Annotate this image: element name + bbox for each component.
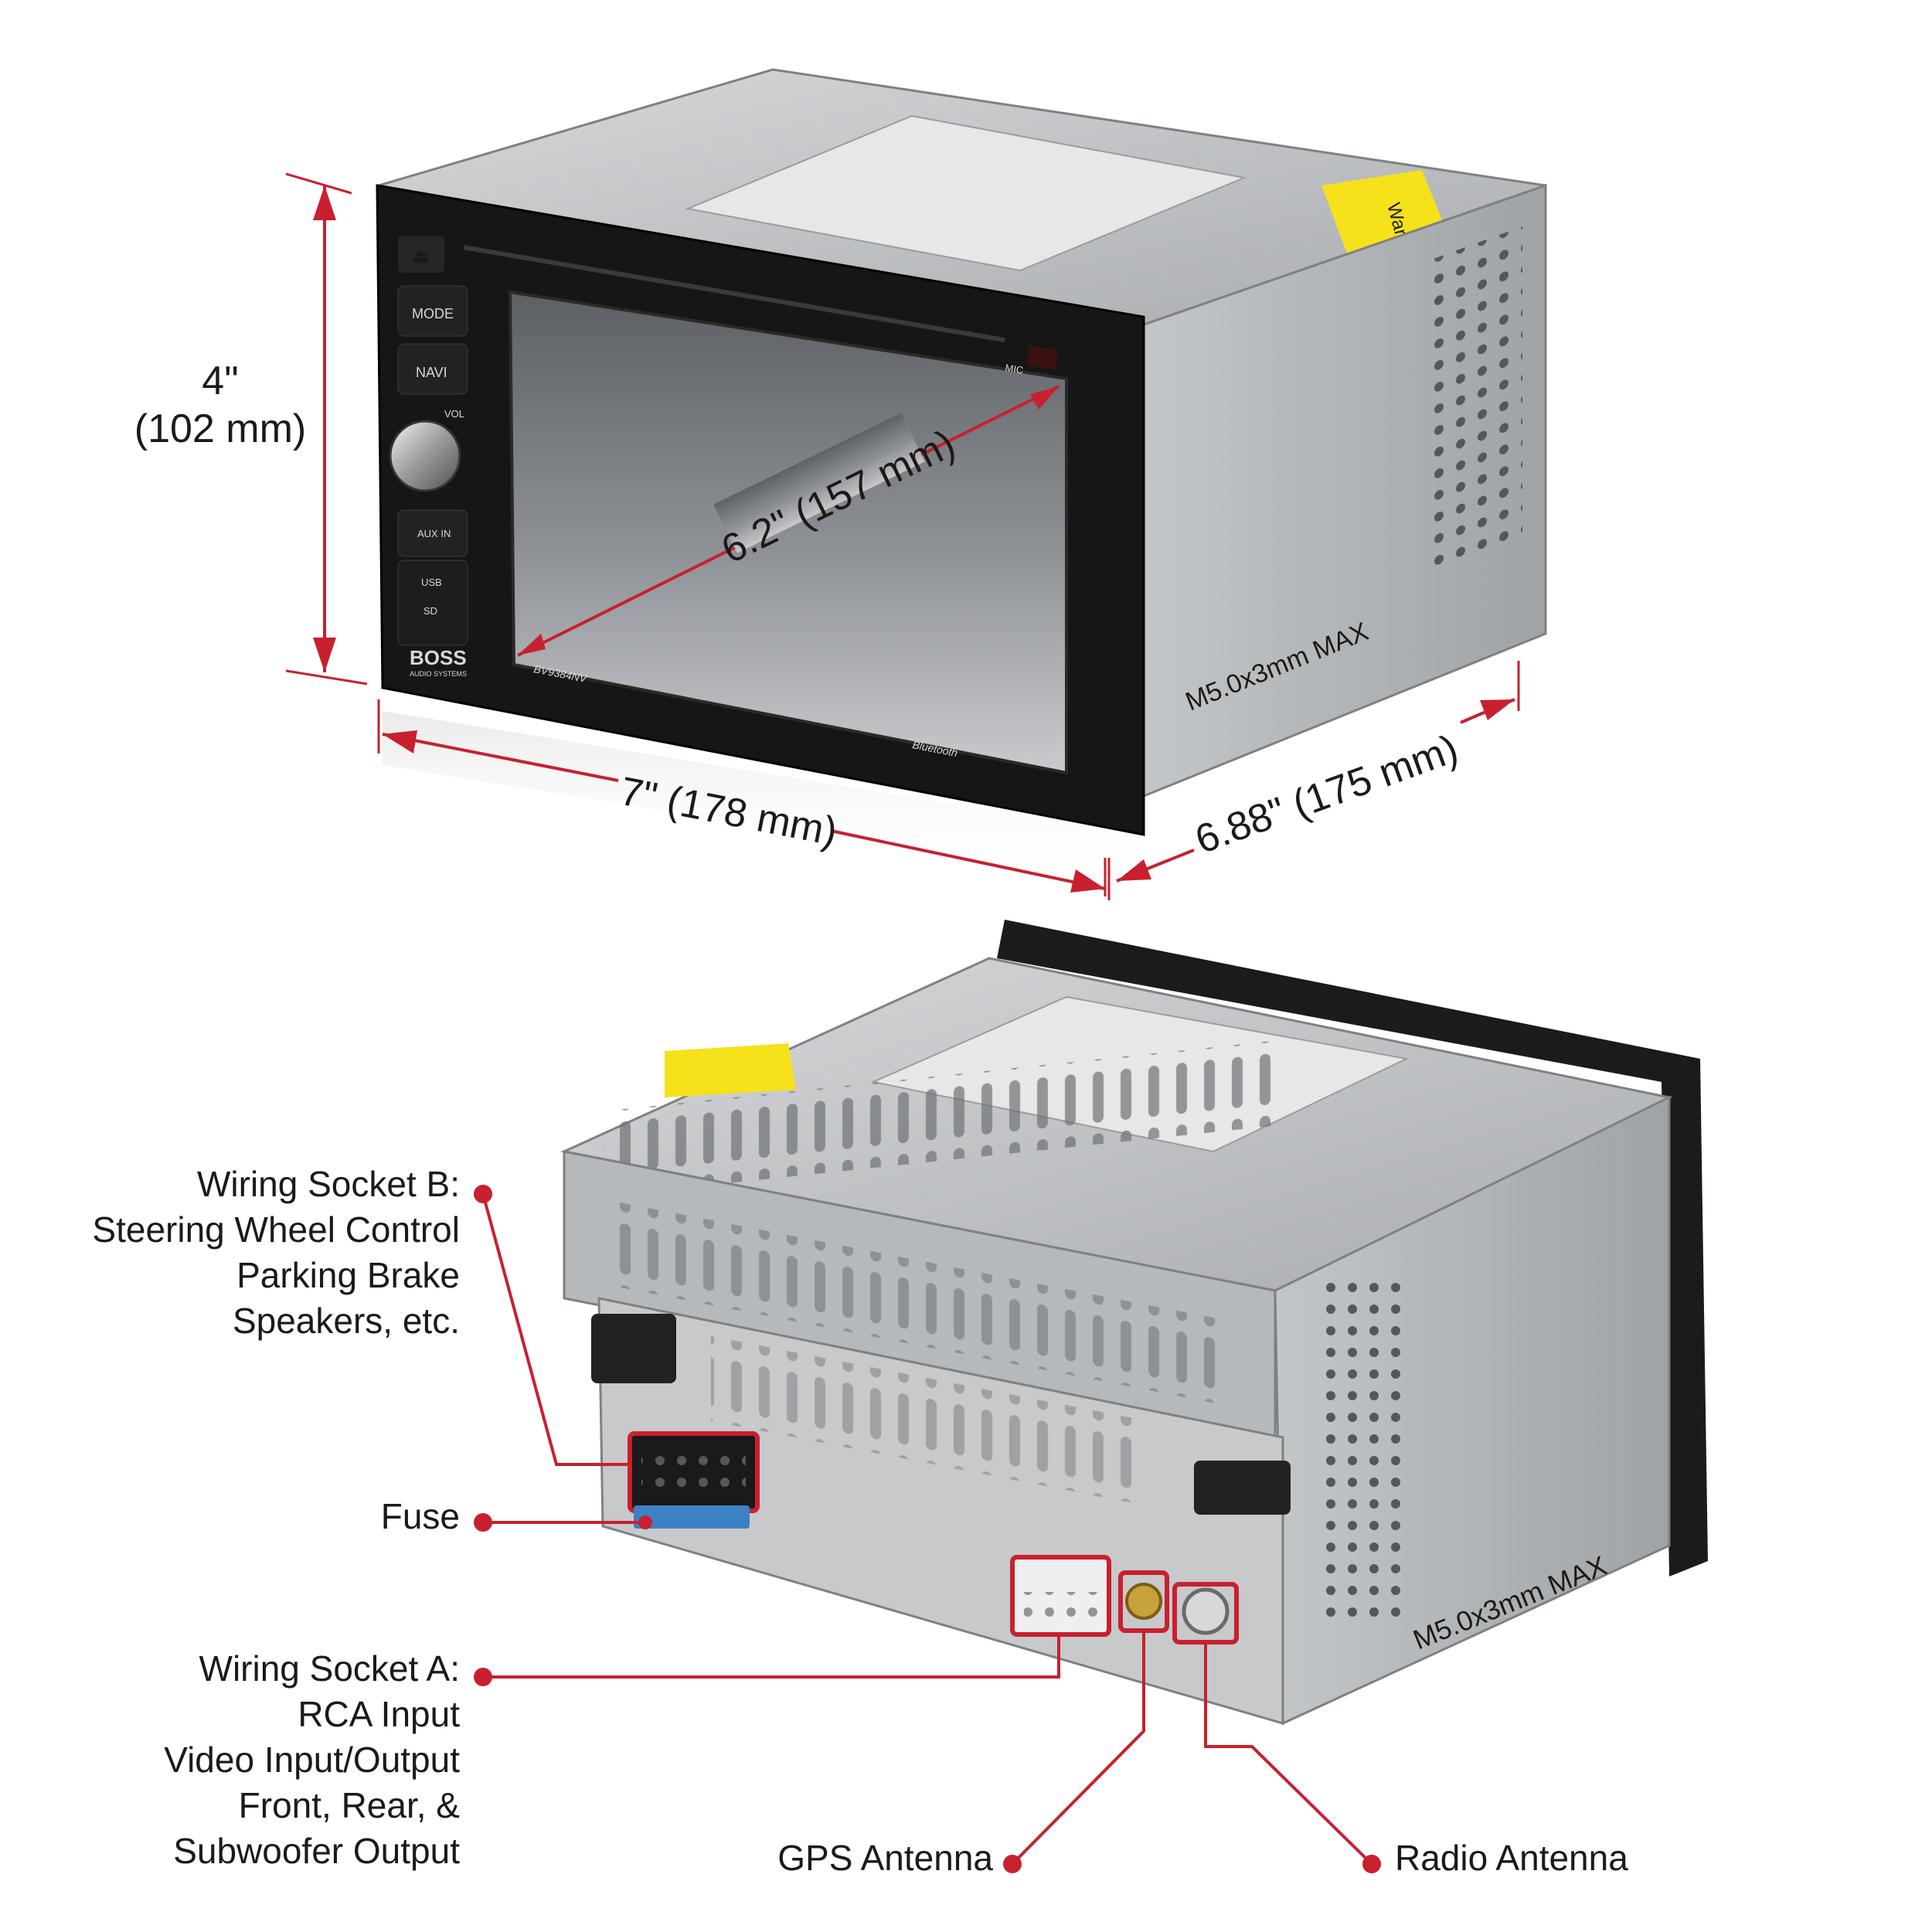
fuse-label: Fuse (381, 1496, 460, 1536)
vol-label: VOL (444, 408, 464, 420)
socket-b-line-1: Steering Wheel Control (92, 1209, 460, 1250)
socket-a-title: Wiring Socket A: (199, 1648, 460, 1689)
socket-a-line-3: Front, Rear, & (239, 1785, 460, 1825)
sd-label: SD (423, 605, 437, 617)
usb-sd-door[interactable] (397, 560, 468, 646)
aux-in-port[interactable] (397, 509, 468, 557)
radio-antenna-jack-icon (1182, 1587, 1230, 1635)
gps-antenna-label: GPS Antenna (777, 1838, 993, 1878)
rear-rubber-pad-right (1194, 1461, 1291, 1515)
socket-b-line-2: Parking Brake (236, 1255, 460, 1295)
callout-socket-a: Wiring Socket A: RCA Input Video Input/O… (164, 1634, 1060, 1871)
eject-icon: ⏏ (411, 244, 430, 267)
disc-slot (463, 245, 1005, 342)
mode-button[interactable] (397, 285, 468, 337)
top-sticker (685, 114, 1247, 272)
brand-subtitle: AUDIO SYSTEMS (410, 670, 467, 678)
socket-a-line-1: RCA Input (298, 1694, 460, 1734)
callout-fuse: Fuse (381, 1496, 652, 1536)
back-plate-slots-upper (603, 1199, 1221, 1405)
top-vent-slots (603, 1039, 1283, 1197)
front-buttons: ⏏ MODE NAVI VOL AUX IN USB SD BOSS AUDIO… (389, 236, 468, 678)
socket-b-title: Wiring Socket B: (197, 1164, 460, 1204)
radio-antenna-label: Radio Antenna (1395, 1838, 1628, 1878)
head-unit-front-view: Warranty Label M5.0x3mm MAX ⏏ MODE NAVI … (376, 68, 1547, 889)
reflection (383, 711, 1144, 889)
brand-logo: BOSS (410, 646, 467, 669)
touch-screen[interactable] (508, 290, 1068, 775)
height-mm-label: (102 mm) (134, 406, 306, 451)
side-vent-holes (1422, 226, 1522, 573)
socket-a-line-4: Subwoofer Output (173, 1831, 460, 1871)
callout-radio: Radio Antenna (1204, 1642, 1628, 1878)
height-inches-label: 4" (202, 359, 238, 403)
volume-knob[interactable] (389, 420, 461, 492)
socket-b-pins (641, 1453, 746, 1492)
head-unit-rear-view: M5.0x3mm MAX (560, 920, 1708, 1726)
socket-a-pins (1024, 1592, 1097, 1623)
back-plate-slots-lower (711, 1335, 1144, 1505)
callout-socket-b: Wiring Socket B: Steering Wheel Control … (92, 1164, 630, 1466)
eject-button[interactable] (398, 236, 444, 273)
gps-antenna-jack-icon (1125, 1583, 1162, 1620)
aux-label: AUX IN (417, 528, 451, 539)
rear-side-vent-holes (1314, 1283, 1406, 1623)
socket-b-line-3: Speakers, etc. (233, 1301, 460, 1341)
socket-a-line-2: Video Input/Output (164, 1740, 460, 1780)
rear-warranty-sticker (665, 1043, 796, 1097)
mic-label: MIC (1005, 362, 1025, 376)
usb-label: USB (421, 577, 442, 588)
callout-gps: GPS Antenna (777, 1631, 1145, 1878)
ir-sensor (1026, 345, 1059, 370)
rear-rubber-pad-left (591, 1314, 676, 1383)
height-dimension: 4" (102 mm) (134, 172, 368, 685)
navi-label: NAVI (416, 365, 447, 380)
navi-button[interactable] (397, 343, 468, 395)
fuse[interactable] (634, 1505, 750, 1529)
mode-label: MODE (412, 306, 454, 321)
